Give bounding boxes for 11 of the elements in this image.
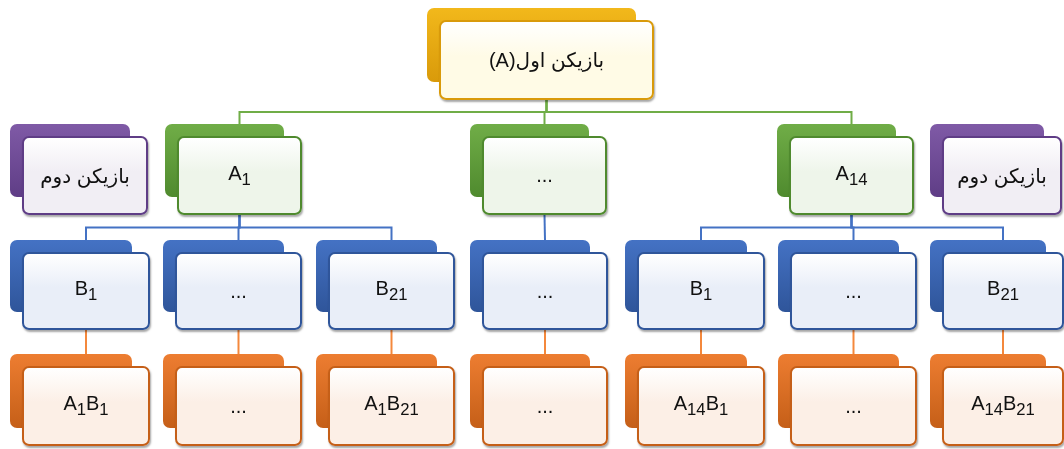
connector-line <box>852 329 855 355</box>
connector-line <box>85 329 87 355</box>
connector-line <box>544 329 546 355</box>
connector-line <box>390 329 393 355</box>
connector-line <box>700 329 702 355</box>
connector-line <box>545 99 853 125</box>
connector-line <box>238 214 393 241</box>
connector-line <box>1002 329 1004 355</box>
connector-line <box>543 214 546 241</box>
connector-line <box>237 329 240 355</box>
connector-line <box>850 214 1004 241</box>
